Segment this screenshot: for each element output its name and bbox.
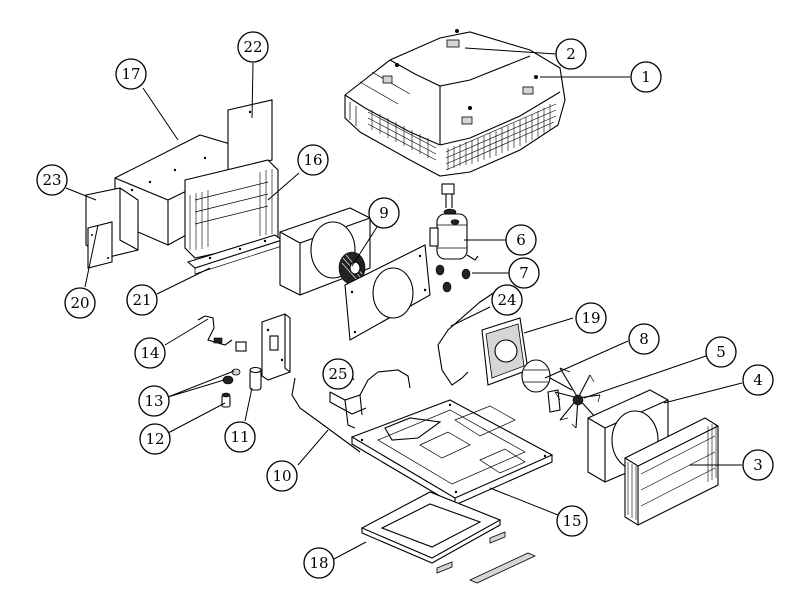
callout-label: 16 [303, 151, 322, 169]
callout-label: 19 [581, 309, 600, 327]
part-motor-mount-19 [481, 317, 529, 386]
callout-label: 3 [753, 456, 763, 474]
callout-4: 4 [742, 364, 774, 396]
callout-7: 7 [508, 257, 540, 289]
callout-1: 1 [630, 61, 662, 93]
callout-label: 6 [516, 231, 526, 249]
callout-21: 21 [126, 284, 158, 316]
part-control-bracket [261, 313, 291, 381]
callout-label: 25 [328, 365, 347, 383]
callout-14: 14 [134, 337, 166, 369]
callout-17: 17 [115, 58, 147, 90]
callout-label: 12 [145, 430, 164, 448]
part-capacitor-small-12 [221, 392, 231, 408]
callout-label: 20 [70, 294, 89, 312]
callout-label: 8 [639, 330, 649, 348]
part-tubing-25 [329, 369, 411, 429]
callout-18: 18 [303, 547, 335, 579]
part-blower-housing [279, 207, 371, 296]
callout-3: 3 [742, 449, 774, 481]
callout-22: 22 [237, 31, 269, 63]
part-compressor [429, 183, 479, 261]
callout-24: 24 [491, 284, 523, 316]
callout-8: 8 [628, 323, 660, 355]
callout-9: 9 [368, 197, 400, 229]
part-side-panel-22 [227, 99, 273, 171]
callout-2: 2 [555, 38, 587, 70]
part-wire-10 [291, 377, 361, 453]
callout-12: 12 [139, 423, 171, 455]
part-relay-13 [222, 368, 241, 385]
callout-label: 14 [140, 344, 159, 362]
callout-5: 5 [705, 336, 737, 368]
callout-19: 19 [575, 302, 607, 334]
callout-20: 20 [64, 287, 96, 319]
callout-label: 4 [753, 371, 763, 389]
callout-label: 24 [497, 291, 516, 309]
part-tubing-24 [437, 291, 496, 386]
part-gasket-frame-18 [360, 491, 536, 584]
part-shroud-cover [344, 29, 566, 177]
callout-label: 9 [379, 204, 389, 222]
part-evaporator-coil-16 [184, 159, 279, 259]
part-bulkhead-panel [344, 244, 431, 341]
leader-lines [65, 47, 743, 560]
callout-label: 15 [562, 512, 581, 530]
callout-16: 16 [297, 144, 329, 176]
part-grommets [435, 264, 471, 293]
callout-25: 25 [322, 358, 354, 390]
callout-label: 18 [309, 554, 328, 572]
blower-wheel-icon [338, 251, 366, 285]
callout-label: 2 [566, 45, 576, 63]
part-access-plate-20 [87, 221, 113, 269]
part-capacitor-11 [249, 366, 262, 391]
callout-label: 23 [42, 171, 61, 189]
callout-10: 10 [266, 460, 298, 492]
callout-label: 5 [716, 343, 726, 361]
callout-label: 7 [519, 264, 529, 282]
callout-13: 13 [138, 385, 170, 417]
callout-label: 22 [243, 38, 262, 56]
callout-label: 1 [641, 68, 651, 86]
callout-label: 17 [121, 65, 140, 83]
part-fan-motor-8 [521, 359, 573, 413]
callout-6: 6 [505, 224, 537, 256]
callout-label: 10 [272, 467, 291, 485]
callout-label: 11 [230, 428, 249, 446]
callout-11: 11 [224, 421, 256, 453]
part-base-pan [350, 399, 554, 506]
callout-15: 15 [556, 505, 588, 537]
part-condenser-coil-3 [624, 417, 719, 526]
callout-label: 21 [132, 291, 151, 309]
part-harness-14 [197, 315, 247, 352]
callout-23: 23 [36, 164, 68, 196]
callout-label: 13 [144, 392, 163, 410]
